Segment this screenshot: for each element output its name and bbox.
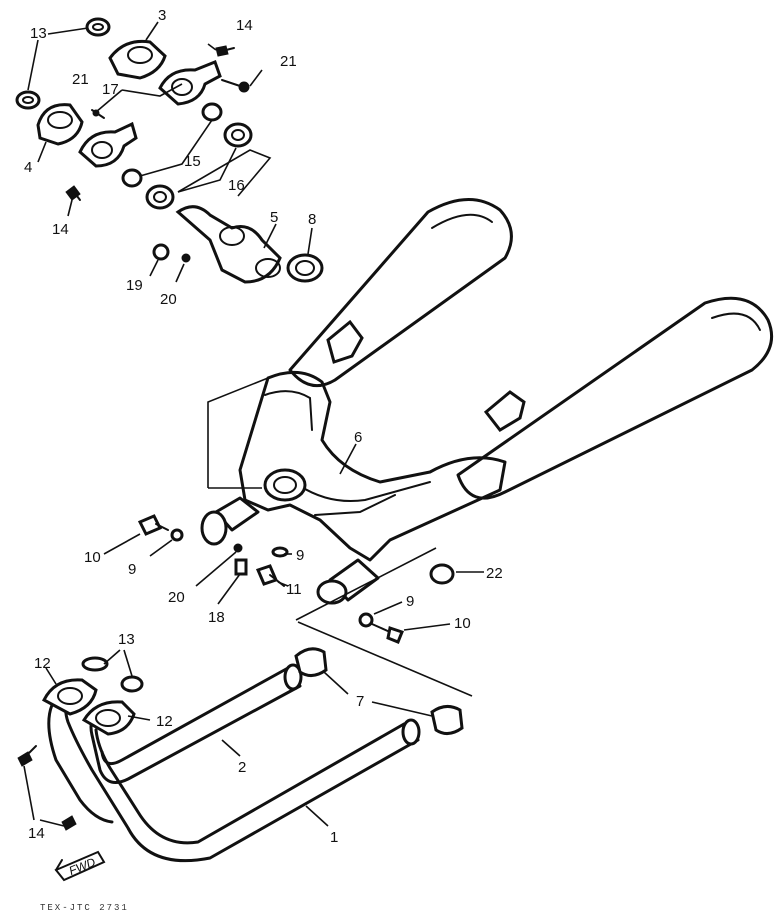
callout-9-left: 9 [128,561,136,578]
callout-11: 11 [286,581,302,598]
callout-3: 3 [158,7,166,24]
callout-9-mid: 9 [296,547,304,564]
callout-6: 6 [354,429,362,446]
callout-13-bottom: 13 [118,631,135,648]
callout-10-left: 10 [84,549,101,566]
callout-21-right: 21 [280,53,297,70]
leader-lines [23,21,484,827]
sleeve-7-bottom [430,705,464,735]
callout-12-right: 12 [156,713,173,730]
muffler-assembly [200,198,773,605]
reference-code: TEX-JTC 2731 [40,903,129,913]
grommet-22 [429,563,455,585]
callout-9-right: 9 [406,593,414,610]
callout-1: 1 [330,829,338,846]
callout-7: 7 [356,693,364,710]
callout-2: 2 [238,759,246,776]
callout-14-bottom: 14 [28,825,45,842]
callout-13-top: 13 [30,25,47,42]
callout-5: 5 [270,209,278,226]
callout-14-left: 14 [52,221,69,238]
callout-4: 4 [24,159,32,176]
callout-labels: 13 3 14 21 21 17 4 15 16 14 5 8 19 20 6 … [24,7,503,846]
ring-16-bottom [145,184,175,210]
ring-16-top [223,122,253,148]
callout-8: 8 [308,211,316,228]
gasket-13-top [85,17,111,37]
callout-18: 18 [208,609,225,626]
gasket-15-bottom [121,168,143,188]
gasket-15-top [201,102,223,122]
callout-20-top: 20 [160,291,177,308]
callout-22: 22 [486,565,503,582]
gasket-13-left [15,90,41,110]
callout-17: 17 [102,81,119,98]
sleeve-7-top [294,647,328,677]
callout-20-mid: 20 [168,589,185,606]
exhaust-pipes [17,647,464,863]
callout-14-top: 14 [236,17,253,34]
sleeve-8 [286,253,324,283]
callout-12-left: 12 [34,655,51,672]
forward-direction-mark: FWD [54,850,106,882]
lower-hardware [137,514,455,644]
callout-21-left: 21 [72,71,89,88]
forward-mark-label: FWD [67,855,98,878]
callout-15: 15 [184,153,201,170]
callout-19: 19 [126,277,143,294]
callout-16: 16 [228,177,245,194]
upper-fittings [15,17,324,284]
callout-10-right: 10 [454,615,471,632]
